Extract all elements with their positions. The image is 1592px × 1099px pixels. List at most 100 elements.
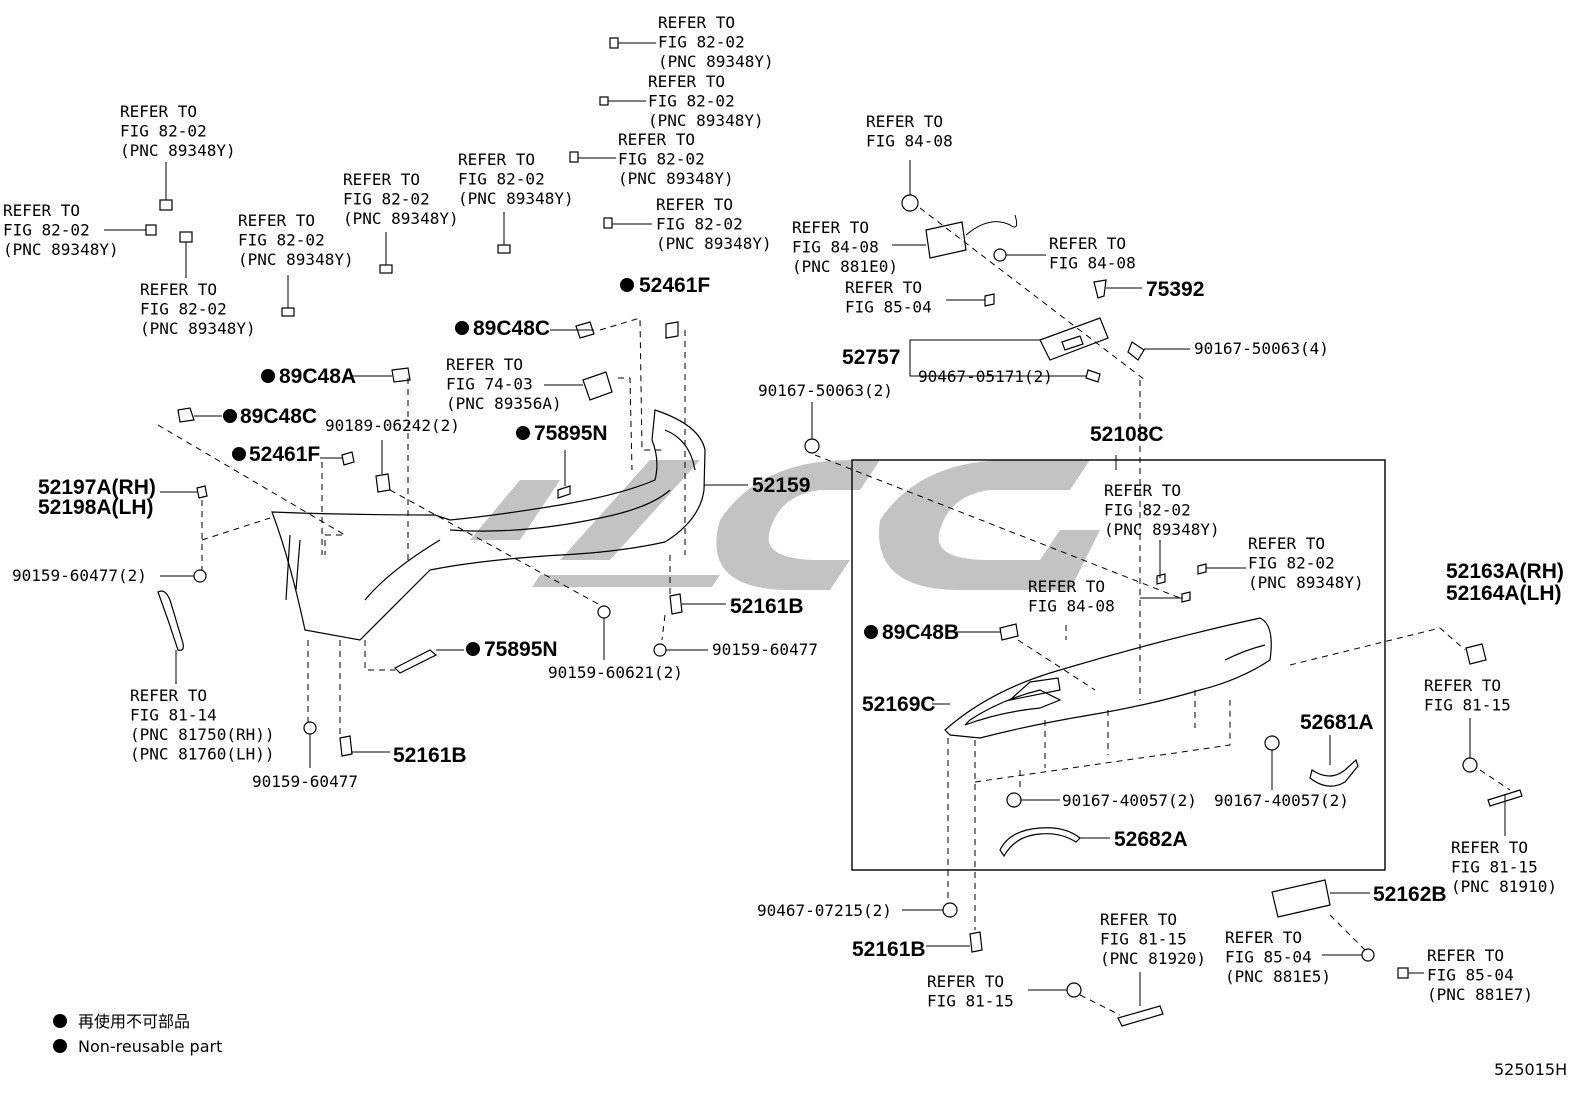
refer-line: REFER TO bbox=[1100, 910, 1177, 929]
refer-line: (PNC 81750(RH)) bbox=[130, 725, 275, 744]
part-label-52197A[interactable]: 52197A(RH) bbox=[38, 476, 156, 499]
refer-line: FIG 81-14 bbox=[130, 706, 217, 725]
refer-line: REFER TO bbox=[140, 280, 217, 299]
refer-line: FIG 85-04 bbox=[1427, 966, 1514, 985]
part-label-52163A[interactable]: 52163A(RH) bbox=[1446, 560, 1564, 583]
part-label-52198A[interactable]: 52198A(LH) bbox=[38, 496, 154, 519]
part-label-90467-07215-2[interactable]: 90467-07215(2) bbox=[757, 901, 892, 920]
part-label-90167-40057-a[interactable]: 90167-40057(2) bbox=[1062, 791, 1197, 810]
part-label-52161B-bot[interactable]: 52161B bbox=[852, 938, 926, 961]
part-label-89C48A[interactable]: 89C48A bbox=[279, 365, 356, 388]
part-label-90167-50063-4[interactable]: 90167-50063(4) bbox=[1194, 339, 1329, 358]
refer-line: FIG 84-08 bbox=[792, 238, 879, 257]
non-reusable-dot bbox=[516, 426, 530, 440]
part-label-90167-50063-2[interactable]: 90167-50063(2) bbox=[758, 381, 893, 400]
refer-line: REFER TO bbox=[1248, 534, 1325, 553]
refer-line: REFER TO bbox=[446, 355, 523, 374]
refer-line: REFER TO bbox=[648, 72, 725, 91]
part-label-52169C[interactable]: 52169C bbox=[862, 693, 936, 716]
part-label-90159-60477-left[interactable]: 90159-60477 bbox=[252, 772, 358, 791]
part-label-75895N-bot[interactable]: 75895N bbox=[484, 638, 558, 661]
leader-lines bbox=[104, 42, 1506, 1006]
part-label-75392[interactable]: 75392 bbox=[1146, 278, 1204, 301]
refer-line: REFER TO bbox=[1225, 928, 1302, 947]
part-label-90159-60477-mid[interactable]: 90159-60477 bbox=[712, 640, 818, 659]
part-label-90189-06242-2[interactable]: 90189-06242(2) bbox=[325, 416, 460, 435]
part-label-52461F-top[interactable]: 52461F bbox=[639, 274, 710, 297]
bracket-52162B bbox=[1271, 879, 1331, 918]
part-label-75895N-top[interactable]: 75895N bbox=[534, 422, 608, 445]
refer-line: FIG 85-04 bbox=[1225, 948, 1312, 967]
legend-text-en: Non-reusable part bbox=[78, 1037, 222, 1056]
part-label-52161B-mid[interactable]: 52161B bbox=[730, 595, 804, 618]
part-label-90167-40057-b[interactable]: 90167-40057(2) bbox=[1214, 791, 1349, 810]
lower-diffuser bbox=[944, 617, 1272, 739]
reflector-81920 bbox=[1117, 1005, 1164, 1027]
refer-line: (PNC 89348Y) bbox=[648, 111, 764, 130]
part-label-52108C[interactable]: 52108C bbox=[1090, 423, 1164, 446]
refer-line: REFER TO bbox=[1049, 234, 1126, 253]
part-label-52161B-left[interactable]: 52161B bbox=[393, 744, 467, 767]
refer-line: (PNC 81760(LH)) bbox=[130, 745, 275, 764]
part-label-90467-05171-2[interactable]: 90467-05171(2) bbox=[918, 367, 1053, 386]
part-label-52159[interactable]: 52159 bbox=[752, 474, 810, 497]
part-label-52681A[interactable]: 52681A bbox=[1300, 711, 1374, 734]
refer-line: REFER TO bbox=[238, 211, 315, 230]
part-label-90159-60621-2[interactable]: 90159-60621(2) bbox=[548, 663, 683, 682]
part-label-52682A[interactable]: 52682A bbox=[1114, 828, 1188, 851]
diagram-id: 525015H bbox=[1494, 1060, 1567, 1079]
part-label-89C48B[interactable]: 89C48B bbox=[882, 621, 959, 644]
refer-line: FIG 82-02 bbox=[648, 92, 735, 111]
part-label-52461F-left[interactable]: 52461F bbox=[249, 443, 320, 466]
refer-line: (PNC 89348Y) bbox=[656, 234, 772, 253]
part-label-52164A[interactable]: 52164A(LH) bbox=[1446, 582, 1562, 605]
part-label-89C48C-top[interactable]: 89C48C bbox=[473, 317, 550, 340]
legend-dot bbox=[53, 1014, 67, 1028]
refer-line: FIG 84-08 bbox=[866, 132, 953, 151]
part-label-52162B[interactable]: 52162B bbox=[1373, 883, 1447, 906]
sensor-wire bbox=[965, 214, 1018, 236]
bracket-52757-hole bbox=[1061, 335, 1084, 351]
tow-hook-cover bbox=[582, 371, 613, 401]
part-label-90159-60477-2[interactable]: 90159-60477(2) bbox=[12, 566, 147, 585]
reflector-81910 bbox=[1487, 789, 1523, 807]
refer-line: REFER TO bbox=[1427, 946, 1504, 965]
refer-line: (PNC 881E5) bbox=[1225, 967, 1331, 986]
refer-line: (PNC 881E0) bbox=[792, 257, 898, 276]
part-label-89C48C-left[interactable]: 89C48C bbox=[240, 405, 317, 428]
refer-line: REFER TO bbox=[343, 170, 420, 189]
part-label-52757[interactable]: 52757 bbox=[842, 346, 900, 369]
bracket-52757 bbox=[1039, 317, 1109, 361]
non-reusable-dot bbox=[466, 642, 480, 656]
refer-line: FIG 82-02 bbox=[1104, 501, 1191, 520]
refer-line: (PNC 89348Y) bbox=[458, 189, 574, 208]
refer-line: FIG 85-04 bbox=[845, 298, 932, 317]
non-reusable-dot bbox=[620, 278, 634, 292]
bracket-52682A bbox=[999, 827, 1081, 858]
refer-line: FIG 82-02 bbox=[656, 215, 743, 234]
sticker-75895N bbox=[557, 485, 571, 499]
side-reflector-left bbox=[157, 590, 184, 651]
refer-line: REFER TO bbox=[130, 686, 207, 705]
refer-line: (PNC 89356A) bbox=[446, 394, 562, 413]
refer-line: (PNC 89348Y) bbox=[140, 319, 256, 338]
refer-line: REFER TO bbox=[866, 112, 943, 131]
fasteners bbox=[145, 37, 1478, 998]
refer-line: REFER TO bbox=[3, 201, 80, 220]
refer-line: REFER TO bbox=[1424, 676, 1501, 695]
refer-line: FIG 82-02 bbox=[618, 150, 705, 169]
